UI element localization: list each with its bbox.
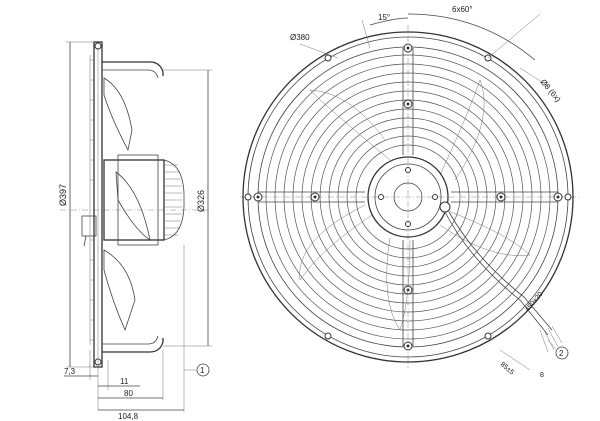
- side-venturi-top: [102, 61, 164, 76]
- dim-text-397: Ø397: [58, 184, 68, 206]
- dim-text-380: Ø380: [290, 33, 310, 42]
- callout-1-circle: [196, 363, 210, 377]
- dim-arc-6x60: [407, 13, 536, 61]
- side-motor: [103, 159, 165, 241]
- dim-text-15: 15°: [378, 13, 390, 22]
- dim-arc-15: [369, 17, 409, 26]
- front-cable-wires: [539, 325, 563, 353]
- front-cable: [444, 211, 549, 336]
- dim-text-7-3: 7,3: [64, 367, 76, 376]
- side-cable-gland: [81, 215, 97, 237]
- front-motor-hub: [367, 156, 449, 238]
- side-motor-housing: [117, 154, 159, 246]
- side-motor-fins: [164, 164, 182, 236]
- front-outer-ring: [242, 31, 574, 363]
- dim-text-450: 450±20: [524, 291, 544, 313]
- front-motor-center: [393, 182, 423, 212]
- front-mounting-holes: [244, 54, 572, 340]
- side-blade-3: [115, 171, 151, 241]
- front-grill-rings: [265, 54, 551, 340]
- front-fan-blades: [299, 79, 531, 331]
- side-blade-1: [103, 77, 133, 152]
- front-cable-gland: [439, 201, 451, 213]
- front-spoke-bolts: [253, 43, 563, 351]
- callout-1-text: 1: [200, 366, 205, 375]
- dim-text-80: 80: [124, 389, 133, 398]
- dim-text-6x60: 6x60°: [452, 5, 473, 14]
- front-view: 15° 6x60° Ø380 Ø8 (6x) 450±20 85±5 8 2: [240, 5, 580, 379]
- dim-text-104-8: 104,8: [118, 412, 139, 421]
- callout-2-circle: [555, 346, 569, 360]
- side-grill-wires: [89, 55, 94, 345]
- dim-text-85: 85±5: [499, 361, 515, 376]
- callout-2-text: 2: [559, 349, 564, 358]
- side-bolt-top: [94, 42, 102, 50]
- dim-text-8: 8: [540, 372, 544, 379]
- front-grill-spokes: [258, 48, 558, 346]
- side-venturi-bottom: [102, 338, 164, 353]
- side-view: Ø397 Ø326 7,3 11 80 104,8 1: [58, 41, 212, 421]
- dim-text-11: 11: [120, 377, 129, 386]
- side-blade-2: [103, 249, 136, 332]
- dim-text-326: Ø326: [196, 190, 206, 212]
